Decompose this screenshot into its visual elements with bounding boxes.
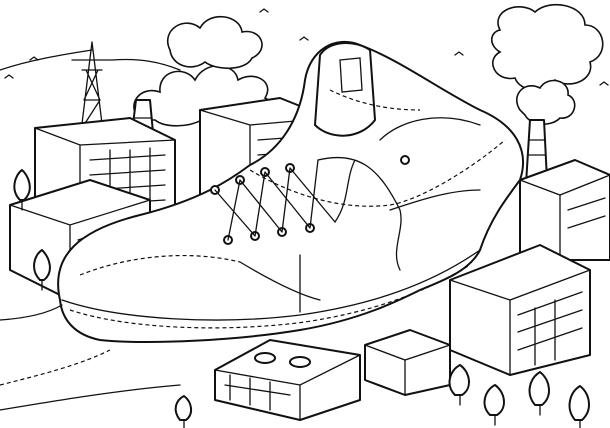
trees [13,169,590,428]
power-tower [0,41,181,141]
giant-sneaker [57,40,525,343]
building-right-back [519,159,610,261]
birds [4,8,609,86]
building-bottom-center [214,339,361,421]
shoe-laces [210,155,410,271]
building-bottom-small [364,329,451,396]
road-edge [0,304,181,411]
